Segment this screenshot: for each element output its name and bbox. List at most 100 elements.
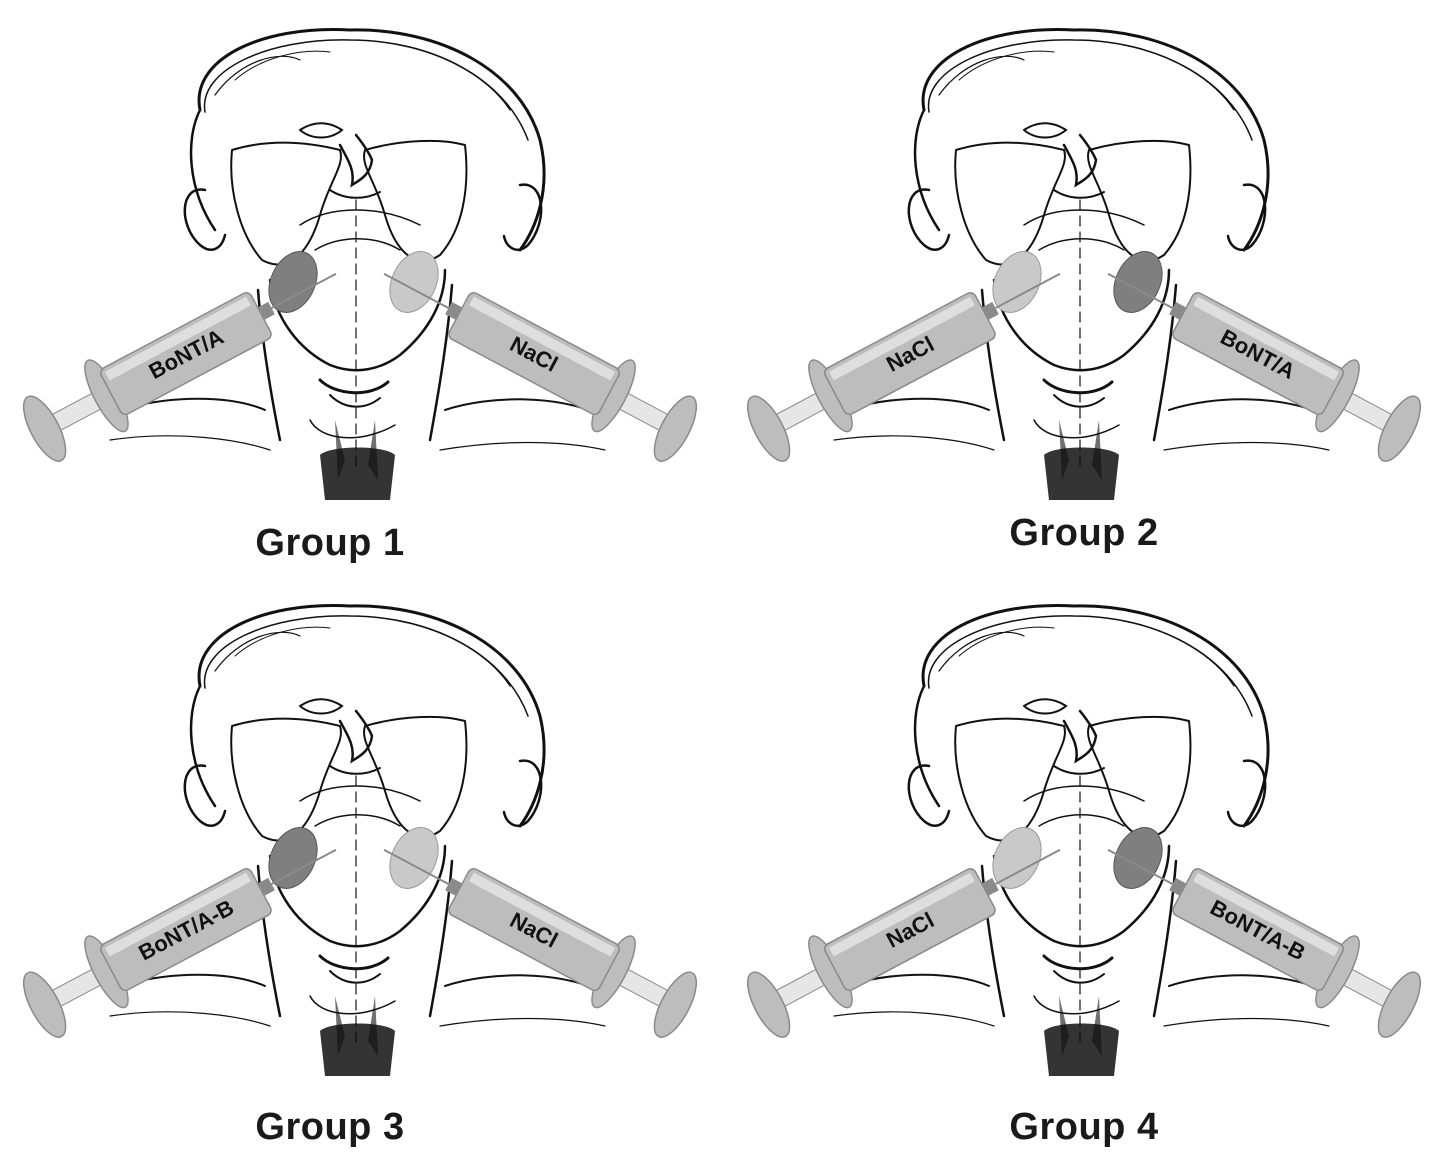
sketch-stroke <box>1044 956 1112 969</box>
syringe-plunger-head <box>1370 390 1429 467</box>
syringe-plunger-head <box>739 966 798 1043</box>
syringe-plunger-head <box>739 390 798 467</box>
sketch-stroke <box>215 632 300 671</box>
sketch-stroke <box>1064 711 1096 761</box>
sketch-stroke <box>330 395 380 407</box>
sketch-stroke <box>1164 443 1329 451</box>
sketch-stroke <box>909 190 949 250</box>
sketch-stroke <box>340 135 372 185</box>
sketch-stroke <box>929 616 1252 716</box>
sketch-stroke <box>315 239 400 250</box>
sketch-stroke <box>205 616 528 716</box>
sketch-stroke <box>1044 380 1112 393</box>
sketch-stroke <box>110 436 270 450</box>
sketch-stroke <box>110 1012 270 1026</box>
sketch-stroke <box>834 436 994 450</box>
sketch-stroke <box>300 123 342 137</box>
throat-shadow <box>1044 1024 1119 1077</box>
sketch-stroke <box>330 190 380 198</box>
sketch-stroke <box>939 632 1024 671</box>
sketch-stroke <box>1039 815 1124 826</box>
face-sketch <box>110 30 605 470</box>
sketch-stroke <box>1034 996 1119 1014</box>
syringe-plunger-head <box>646 390 705 467</box>
throat-shading <box>320 996 395 1076</box>
sketch-stroke <box>185 190 225 250</box>
sketch-stroke <box>909 766 949 826</box>
sketch-stroke <box>923 606 1268 826</box>
sketch-stroke <box>191 110 215 230</box>
sketch-stroke <box>300 699 342 713</box>
sketch-stroke <box>1034 420 1119 438</box>
sketch-stroke <box>1164 1019 1329 1027</box>
sketch-stroke <box>199 30 544 250</box>
sketch-stroke <box>310 996 395 1014</box>
group-caption: Group 1 <box>130 522 530 565</box>
sketch-stroke <box>440 1019 605 1027</box>
throat-shadow <box>320 1024 395 1077</box>
group-panel-2: NaClBoNT/A Group 2 <box>724 0 1447 576</box>
sketch-stroke <box>923 30 1268 250</box>
sketch-stroke <box>231 719 341 841</box>
sketch-stroke <box>1024 123 1066 137</box>
throat-shading <box>1044 996 1119 1076</box>
sketch-stroke <box>929 40 1252 140</box>
throat-shading <box>1044 420 1119 500</box>
head-neck-sketch-illustration: NaClBoNT/A-B <box>724 576 1447 1152</box>
sketch-stroke <box>440 443 605 451</box>
sketch-stroke <box>955 719 1065 841</box>
sketch-stroke <box>191 686 215 806</box>
head-neck-sketch-illustration: BoNT/ANaCl <box>0 0 723 576</box>
sketch-stroke <box>364 717 466 837</box>
group-panel-1: BoNT/ANaCl Group 1 <box>0 0 723 576</box>
syringe-plunger-head <box>15 966 74 1043</box>
face-sketch <box>834 30 1329 470</box>
sketch-stroke <box>315 815 400 826</box>
face-sketch <box>110 606 605 1046</box>
group-caption: Group 2 <box>884 512 1284 555</box>
sketch-stroke <box>199 606 544 826</box>
sketch-stroke <box>330 766 380 774</box>
sketch-stroke <box>1064 135 1096 185</box>
syringe-plunger-head <box>1370 966 1429 1043</box>
sketch-stroke <box>915 110 939 230</box>
sketch-stroke <box>364 141 466 261</box>
syringe-plunger-head <box>15 390 74 467</box>
sketch-stroke <box>1054 971 1104 983</box>
sketch-stroke <box>340 711 372 761</box>
sketch-stroke <box>1024 699 1066 713</box>
throat-shadow <box>1044 448 1119 501</box>
sketch-stroke <box>1054 766 1104 774</box>
group-caption: Group 4 <box>884 1106 1284 1149</box>
sketch-stroke <box>400 621 510 686</box>
sketch-stroke <box>1088 141 1190 261</box>
syringe-plunger-head <box>646 966 705 1043</box>
sketch-stroke <box>185 766 225 826</box>
sketch-stroke <box>915 686 939 806</box>
throat-shadow <box>320 448 395 501</box>
sketch-stroke <box>330 971 380 983</box>
sketch-stroke <box>939 56 1024 95</box>
sketch-stroke <box>955 143 1065 265</box>
sketch-stroke <box>320 380 388 393</box>
sketch-stroke <box>231 143 341 265</box>
face-sketch <box>834 606 1329 1046</box>
throat-shading <box>320 420 395 500</box>
sketch-stroke <box>834 1012 994 1026</box>
sketch-stroke <box>400 45 510 110</box>
sketch-stroke <box>1054 190 1104 198</box>
sketch-stroke <box>310 420 395 438</box>
group-caption: Group 3 <box>130 1106 530 1149</box>
sketch-stroke <box>1124 621 1234 686</box>
sketch-stroke <box>1124 45 1234 110</box>
sketch-stroke <box>205 40 528 140</box>
sketch-stroke <box>320 956 388 969</box>
sketch-stroke <box>1039 239 1124 250</box>
sketch-stroke <box>1054 395 1104 407</box>
sketch-stroke <box>1088 717 1190 837</box>
sketch-stroke <box>215 56 300 95</box>
